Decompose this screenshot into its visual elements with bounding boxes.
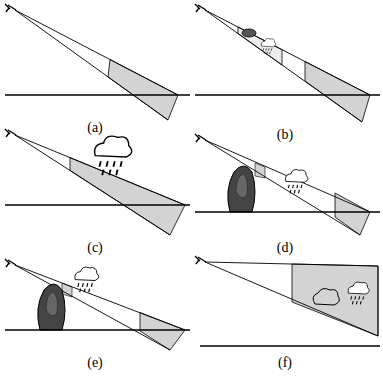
panel-e (5, 259, 190, 350)
panel-b (195, 4, 380, 122)
panel-a (5, 4, 190, 120)
panel-label: (d) (277, 240, 293, 256)
panel-label: (a) (87, 120, 103, 136)
panel-label: (c) (87, 240, 103, 256)
panel-label: (b) (277, 127, 293, 143)
panel-d (195, 134, 380, 235)
panel-label: (f) (278, 355, 292, 371)
panel-label: (e) (87, 355, 103, 371)
panel-f (195, 256, 380, 346)
panel-c (5, 129, 190, 235)
